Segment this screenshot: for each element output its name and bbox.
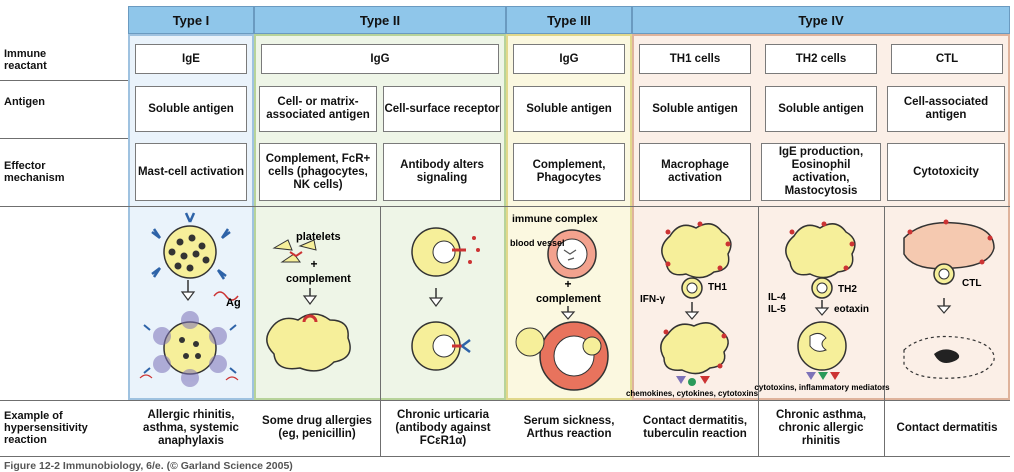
receptor-signaling-icon — [411, 227, 480, 371]
reactant-type1: IgE — [135, 44, 247, 74]
row-divider — [0, 138, 128, 139]
th1-macrophage-icon: TH1 IFN-γ chemokines, cytokines, cytotox… — [626, 221, 759, 398]
row-divider — [0, 456, 1010, 457]
complement-label: complement — [286, 273, 351, 285]
header-type3: Type III — [506, 6, 632, 34]
antigen-type2a: Cell- or matrix-associated antigen — [259, 86, 377, 132]
column-divider — [758, 206, 759, 456]
antigen-ctl: Cell-associated antigen — [887, 86, 1005, 132]
th2-eosinophil-icon: TH2 IL-4 IL-5 eotaxin cytotoxins, inflam… — [754, 221, 890, 392]
label-antigen: Antigen — [4, 96, 45, 108]
reactant-th1: TH1 cells — [639, 44, 751, 74]
platelets-label: platelets — [296, 231, 341, 243]
figure-caption: Figure 12-2 Immunobiology, 6/e. (© Garla… — [4, 460, 293, 472]
example-type3: Serum sickness, Arthus reaction — [523, 415, 615, 440]
label-effector-mechanism: Effector mechanism — [4, 160, 65, 184]
example-type1: Allergic rhinitis, asthma, systemic anap… — [143, 408, 239, 447]
immune-complex-label: immune complex — [512, 213, 598, 225]
antigen-type3: Soluble antigen — [513, 86, 625, 132]
th2-label: TH2 — [838, 284, 857, 295]
header-type1: Type I — [128, 6, 254, 34]
antigen-th2: Soluble antigen — [765, 86, 877, 132]
ifn-label: IFN-γ — [640, 294, 665, 305]
platelet-lysis-icon: platelets + complement — [266, 231, 351, 372]
effector-ctl: Cytotoxicity — [887, 143, 1005, 201]
cytotoxins-label: cytotoxins, inflammatory mediators — [754, 383, 890, 392]
reactant-type3: IgG — [513, 44, 625, 74]
plus-label: + — [310, 257, 317, 271]
chemokines-label: chemokines, cytokines, cytotoxins — [626, 389, 759, 398]
example-ctl: Contact dermatitis — [896, 421, 998, 434]
row-divider — [0, 206, 128, 207]
ctl-killing-icon: CTL — [903, 219, 995, 379]
ag-label: Ag — [226, 297, 241, 309]
row-divider — [0, 400, 1010, 401]
example-th2: Chronic asthma, chronic allergic rhiniti… — [775, 408, 867, 447]
antigen-type1: Soluble antigen — [135, 86, 247, 132]
label-immune-reactant: Immune reactant — [4, 48, 47, 72]
effector-type3: Complement, Phagocytes — [513, 143, 625, 201]
label-example: Example of hypersensitivity reaction — [4, 410, 88, 446]
immune-complex-icon: immune complex blood vessel + complement — [510, 213, 609, 391]
header-type2: Type II — [254, 6, 506, 34]
reactant-type2: IgG — [261, 44, 499, 74]
reactant-th2: TH2 cells — [765, 44, 877, 74]
il4-label: IL-4 — [768, 292, 786, 303]
ctl-label: CTL — [962, 278, 981, 289]
header-type4: Type IV — [632, 6, 1010, 34]
antigen-th1: Soluble antigen — [639, 86, 751, 132]
column-divider — [884, 206, 885, 456]
row-divider — [128, 206, 1010, 207]
mast-cell-icon: Ag — [139, 212, 241, 387]
column-divider — [380, 206, 381, 456]
th1-label: TH1 — [708, 282, 727, 293]
effector-type1: Mast-cell activation — [135, 143, 247, 201]
eotaxin-label: eotaxin — [834, 304, 869, 315]
complement-label-2: complement — [536, 293, 601, 305]
plus-label-2: + — [564, 277, 571, 291]
example-type2b: Chronic urticaria (antibody against FCεR… — [395, 408, 491, 447]
il5-label: IL-5 — [768, 304, 786, 315]
effector-th2: IgE production, Eosinophil activation, M… — [761, 143, 881, 201]
reactant-ctl: CTL — [891, 44, 1003, 74]
example-th1: Contact dermatitis, tuberculin reaction — [642, 415, 748, 440]
effector-type2a: Complement, FcR+ cells (phagocytes, NK c… — [259, 143, 377, 201]
antigen-type2b: Cell-surface receptor — [383, 86, 501, 132]
row-divider — [0, 80, 128, 81]
effector-th1: Macrophage activation — [639, 143, 751, 201]
blood-vessel-label: blood vessel — [510, 238, 565, 248]
example-type2a: Some drug allergies (eg, penicillin) — [262, 415, 372, 440]
effector-type2b: Antibody alters signaling — [383, 143, 501, 201]
